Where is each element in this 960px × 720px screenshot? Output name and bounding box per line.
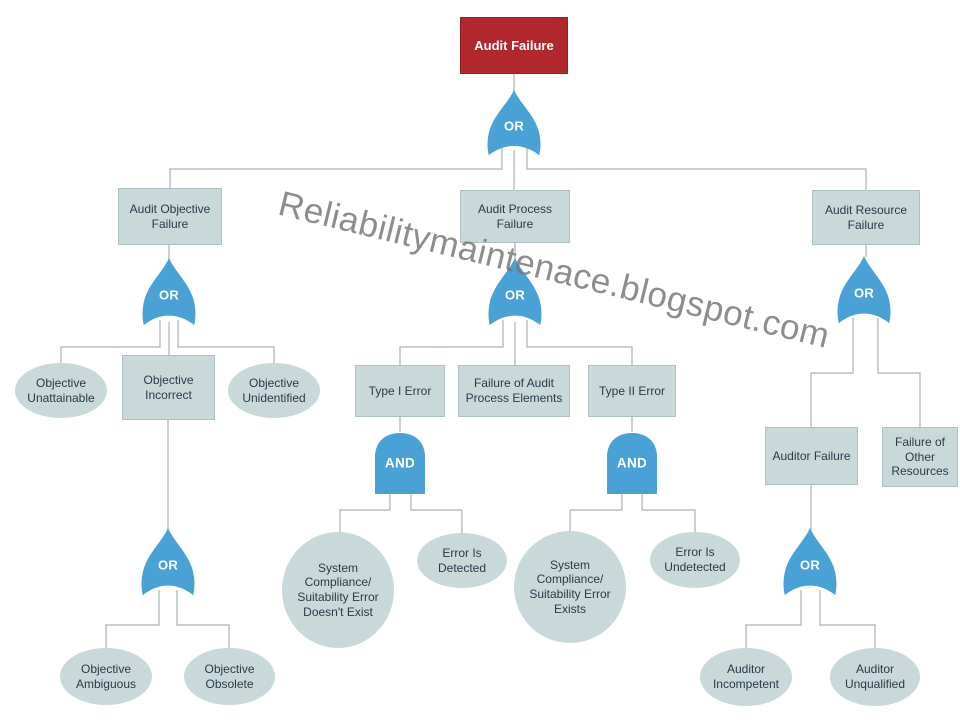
node-audit-process-failure: Audit Process Failure: [460, 190, 570, 243]
or-gate-resource: OR: [836, 254, 892, 326]
or-gate-objective: OR: [141, 256, 197, 328]
connector-line: [105, 590, 160, 649]
connector-line: [745, 590, 802, 649]
node-objective-incorrect: Objective Incorrect: [122, 355, 215, 420]
node-failure-of-other-resources: Failure of Other Resources: [882, 427, 958, 487]
or-gate-process: OR: [487, 256, 543, 328]
connector-line: [819, 590, 876, 649]
connector-line: [569, 494, 623, 532]
connector-line: [60, 320, 161, 364]
connector-line: [176, 590, 230, 649]
and-gate-icon: [607, 433, 657, 494]
or-gate-icon: [487, 89, 541, 156]
connector-line: [169, 148, 503, 188]
or-gate-icon: [488, 257, 542, 326]
connector-line: [410, 494, 463, 534]
and-gate-label: AND: [616, 455, 648, 471]
or-gate-icon: [783, 527, 837, 596]
node-objective-obsolete: Objective Obsolete: [184, 648, 275, 705]
or-gate-top: OR: [486, 88, 542, 158]
node-type-ii-error: Type II Error: [588, 365, 676, 417]
node-objective-unattainable: Objective Unattainable: [15, 363, 107, 418]
connector-line: [399, 320, 504, 365]
node-auditor-unqualified: Auditor Unqualified: [830, 648, 920, 706]
node-error-is-detected: Error Is Detected: [417, 533, 507, 588]
and-gate-label: AND: [384, 455, 416, 471]
or-gate-label: OR: [158, 287, 180, 303]
or-gate-icon: [142, 257, 196, 326]
node-objective-unidentified: Objective Unidentified: [228, 363, 320, 418]
node-audit-failure: Audit Failure: [460, 17, 568, 74]
connector-line: [810, 318, 854, 427]
node-failure-of-audit-process-elements: Failure of Audit Process Elements: [458, 365, 570, 417]
node-system-compliance-error-doesnt-exist: System Compliance/ Suitability Error Doe…: [282, 532, 394, 648]
or-gate-label: OR: [799, 557, 821, 573]
connector-line: [339, 494, 391, 534]
node-system-compliance-error-exists: System Compliance/ Suitability Error Exi…: [514, 531, 626, 643]
node-audit-objective-failure: Audit Objective Failure: [118, 188, 222, 245]
or-gate-label: OR: [504, 287, 526, 303]
or-gate-auditor: OR: [782, 526, 838, 598]
node-error-is-undetected: Error Is Undetected: [650, 532, 740, 588]
or-gate-label: OR: [157, 557, 179, 573]
or-gate-label: OR: [503, 118, 525, 134]
or-gate-icon: [837, 255, 891, 324]
connector-line: [526, 320, 633, 365]
connector-line: [641, 494, 696, 533]
connector-line: [177, 320, 275, 364]
node-auditor-failure: Auditor Failure: [765, 427, 858, 485]
and-gate-icon: [375, 433, 425, 494]
node-auditor-incompetent: Auditor Incompetent: [700, 648, 792, 706]
connector-line: [877, 318, 921, 427]
or-gate-objective-incorrect: OR: [140, 526, 196, 598]
or-gate-label: OR: [853, 285, 875, 301]
or-gate-icon: [141, 527, 195, 596]
node-type-i-error: Type I Error: [355, 365, 445, 417]
and-gate-type-ii: AND: [604, 430, 660, 496]
node-objective-ambiguous: Objective Ambiguous: [60, 648, 152, 705]
connector-line: [526, 148, 867, 190]
node-audit-resource-failure: Audit Resource Failure: [812, 190, 920, 245]
and-gate-type-i: AND: [372, 430, 428, 496]
